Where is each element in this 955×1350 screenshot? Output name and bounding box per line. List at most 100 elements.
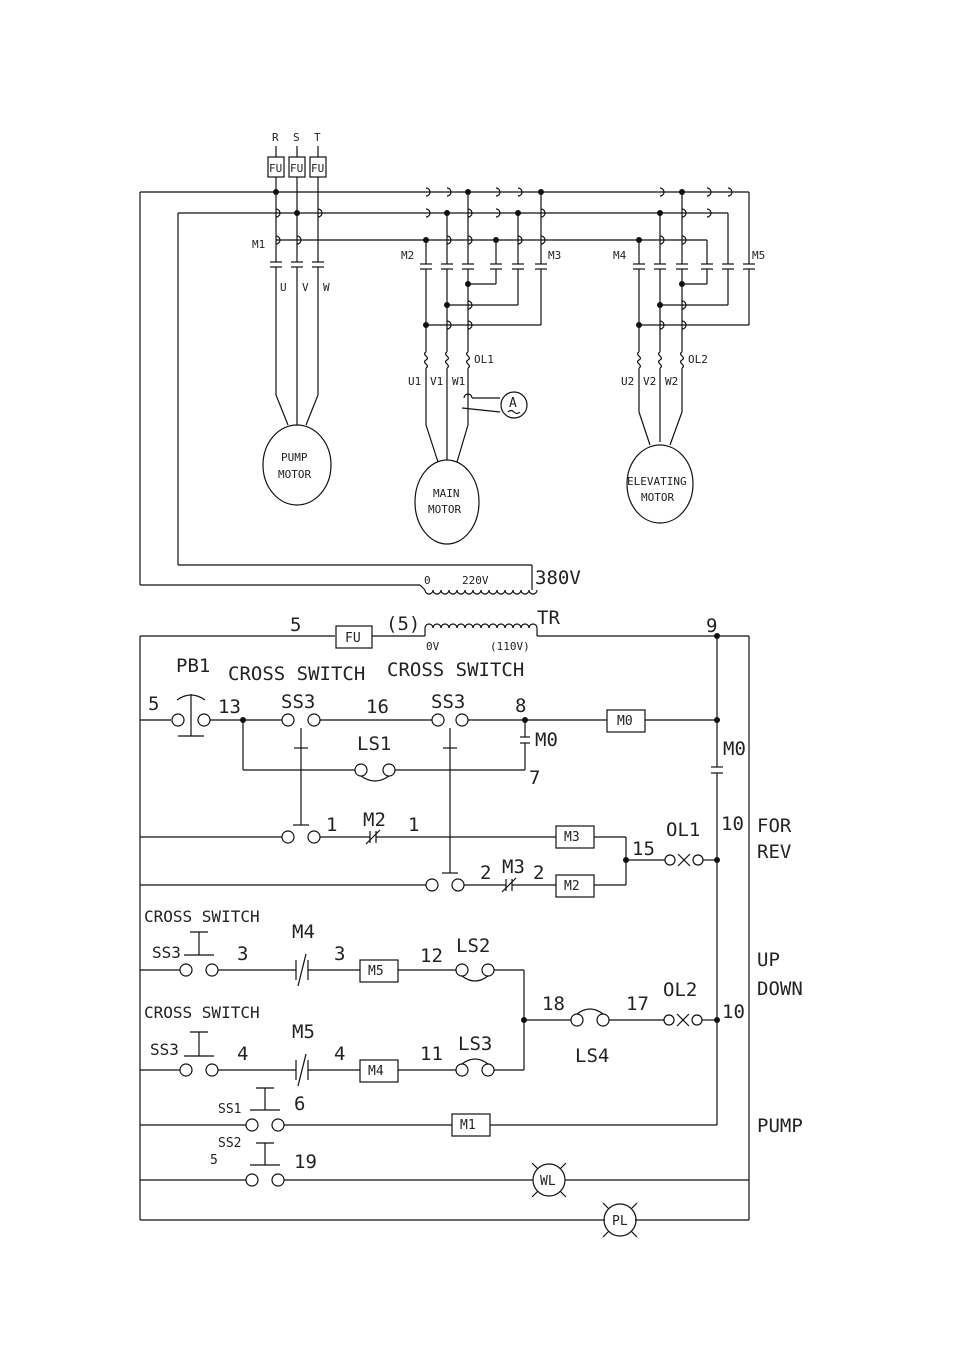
- ammeter: [500, 391, 528, 419]
- ol1-control-label: OL1: [666, 819, 700, 841]
- pump-label: PUMP: [757, 1115, 803, 1137]
- cross-switch-label-4: CROSS SWITCH: [144, 1003, 260, 1022]
- wire-12: 12: [420, 945, 443, 967]
- elev-terminal-v2: V2: [643, 375, 656, 388]
- pl-lamp: [603, 1203, 637, 1237]
- wire-10-lower: 10: [722, 1001, 745, 1023]
- wire-4-left: 4: [237, 1043, 248, 1065]
- pump-terminal-u: U: [280, 281, 287, 294]
- wire-1-left: 1: [326, 814, 337, 836]
- main-motor-line2: MOTOR: [428, 503, 461, 516]
- ls2-label: LS2: [456, 935, 490, 957]
- control-fuse-label: FU: [345, 631, 361, 646]
- m3-power-label: M3: [548, 249, 561, 262]
- cross-switch-label-3: CROSS SWITCH: [144, 907, 260, 926]
- fuse-t-label: FU: [311, 162, 324, 175]
- ls4-label: LS4: [575, 1045, 609, 1067]
- m4-interlock-label: M4: [292, 921, 315, 943]
- ss3-label-2: SS3: [431, 691, 465, 713]
- wire-5-top: 5: [290, 614, 301, 636]
- m3-interlock-label: M3: [502, 856, 525, 878]
- wire-13: 13: [218, 696, 241, 718]
- m2-interlock-label: M2: [363, 809, 386, 831]
- elev-terminal-u2: U2: [621, 375, 634, 388]
- tr-110v-label: (110V): [490, 640, 530, 653]
- wire-1-right: 1: [408, 814, 419, 836]
- wire-5-rung1: 5: [148, 693, 159, 715]
- control-fuse: [335, 625, 373, 649]
- ls1-label: LS1: [357, 733, 391, 755]
- elev-motor-line1: ELEVATING: [627, 475, 687, 488]
- m5-coil-label: M5: [368, 964, 384, 979]
- wire-15: 15: [632, 838, 655, 860]
- wire-2-right: 2: [533, 862, 544, 884]
- m0-coil: [606, 709, 646, 733]
- m5-coil: [359, 959, 399, 983]
- tr-0v-label: 0V: [426, 640, 440, 653]
- wire-7: 7: [529, 767, 540, 789]
- m1-coil-label: M1: [460, 1118, 476, 1133]
- main-terminal-u1: U1: [408, 375, 421, 388]
- ol1-power-label: OL1: [474, 353, 494, 366]
- m2-coil: [555, 874, 595, 898]
- transformer-secondary: [424, 623, 538, 629]
- wire-10-upper: 10: [721, 813, 744, 835]
- main-motor-line1: MAIN: [433, 487, 460, 500]
- xfmr-220-label: 220V: [462, 574, 489, 587]
- m4-power-label: M4: [613, 249, 627, 262]
- m3-coil-label: M3: [564, 830, 580, 845]
- phase-s-label: S: [293, 131, 300, 144]
- fuse-s-label: FU: [290, 162, 303, 175]
- pump-motor-line2: MOTOR: [278, 468, 311, 481]
- elev-motor-line2: MOTOR: [641, 491, 674, 504]
- ls3-label: LS3: [458, 1033, 492, 1055]
- ol2-power-label: OL2: [688, 353, 708, 366]
- elev-terminal-w2: W2: [665, 375, 678, 388]
- ammeter-label: A: [509, 396, 517, 411]
- pump-terminal-w: W: [323, 281, 330, 294]
- wire-4-right: 4: [334, 1043, 345, 1065]
- up-label: UP: [757, 949, 780, 971]
- xfmr-0-label: 0: [424, 574, 431, 587]
- m4-coil-label: M4: [368, 1064, 384, 1079]
- pump-motor-line1: PUMP: [281, 451, 308, 464]
- wire-18: 18: [542, 993, 565, 1015]
- m4-coil: [359, 1059, 399, 1083]
- main-terminal-v1: V1: [430, 375, 443, 388]
- m2-coil-label: M2: [564, 879, 580, 894]
- cross-switch-label-2: CROSS SWITCH: [387, 659, 524, 681]
- wire-2-left: 2: [480, 862, 491, 884]
- elevating-motor: [626, 444, 694, 524]
- pl-label: PL: [612, 1214, 628, 1229]
- transformer-primary: [424, 589, 538, 595]
- wl-label: WL: [540, 1174, 556, 1189]
- wire-17: 17: [626, 993, 649, 1015]
- xfmr-380-label: 380V: [535, 567, 581, 589]
- pump-terminal-v: V: [302, 281, 309, 294]
- wire-5-paren: (5): [386, 613, 420, 635]
- wire-16: 16: [366, 696, 389, 718]
- ss3-label-1: SS3: [281, 691, 315, 713]
- ss2-label: SS2: [218, 1136, 241, 1151]
- m2-power-label: M2: [401, 249, 414, 262]
- main-motor: [414, 459, 480, 545]
- ol2-control-label: OL2: [663, 979, 697, 1001]
- m1-power-label: M1: [252, 238, 265, 251]
- wire-11: 11: [420, 1043, 443, 1065]
- m0-contact-label: M0: [535, 729, 558, 751]
- for-label: FOR: [757, 815, 792, 837]
- ss3-label-3: SS3: [152, 943, 181, 962]
- pump-motor: [262, 424, 332, 506]
- phase-r-label: R: [272, 131, 279, 144]
- main-terminal-w1: W1: [452, 375, 465, 388]
- phase-t-label: T: [314, 131, 321, 144]
- m0-coil-label: M0: [617, 714, 633, 729]
- wire-3-left: 3: [237, 943, 248, 965]
- wire-6: 6: [294, 1093, 305, 1115]
- ss3-label-4: SS3: [150, 1040, 179, 1059]
- wire-8: 8: [515, 695, 526, 717]
- down-label: DOWN: [757, 978, 803, 1000]
- m5-interlock-label: M5: [292, 1021, 315, 1043]
- power-circuit: R S T FU FU FU M1: [139, 131, 765, 595]
